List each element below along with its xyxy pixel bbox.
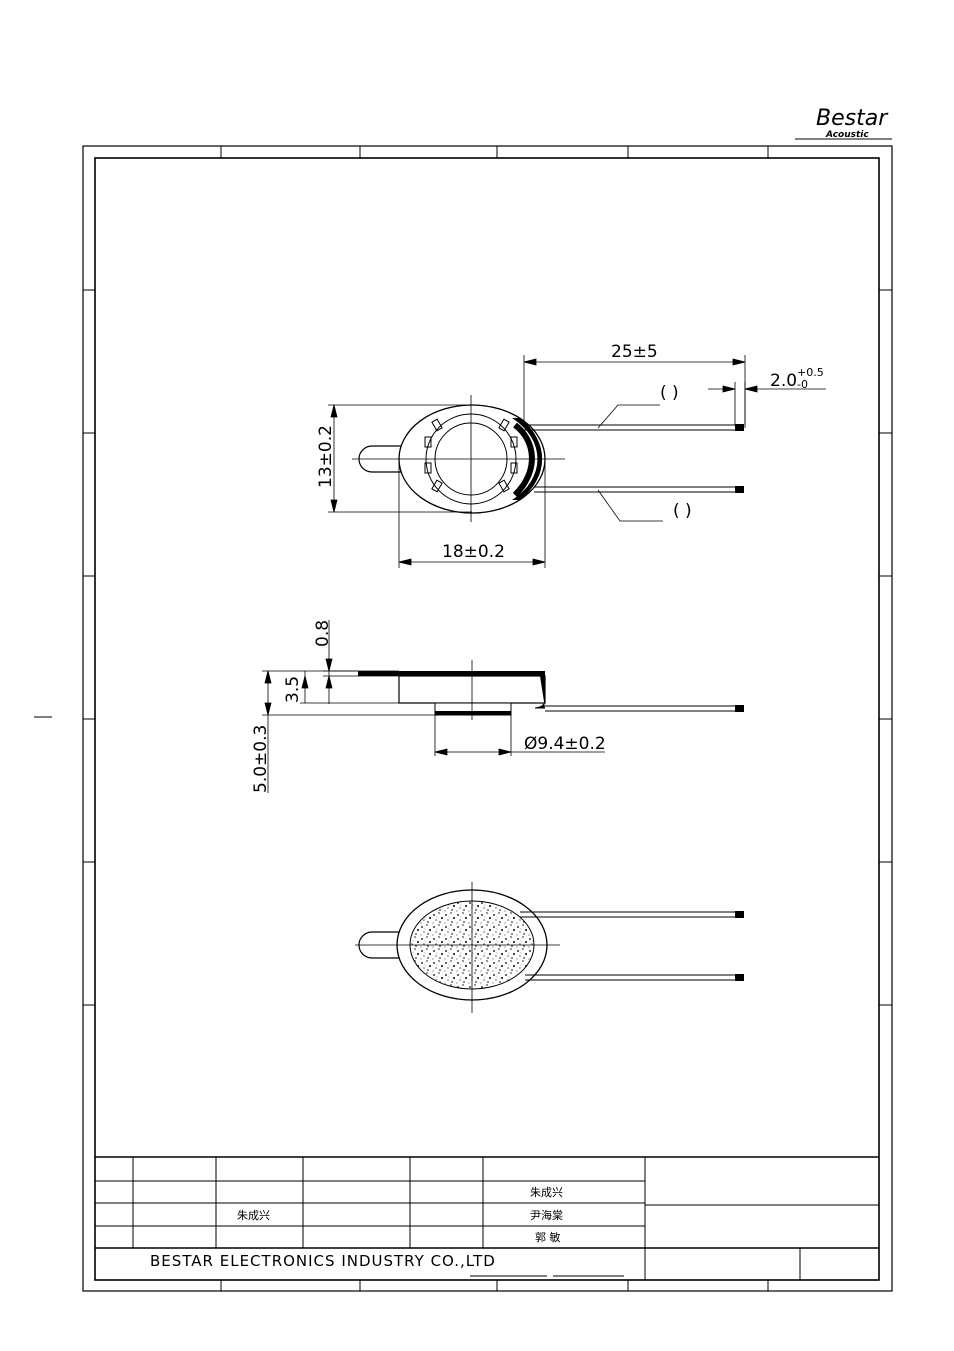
dim-lead-length (523, 355, 746, 428)
lead-label-bottom: ( ) (673, 501, 692, 521)
reviewed-by: 尹海棠 (530, 1208, 563, 1222)
bestar-logo: Bestar Acoustic (795, 106, 892, 140)
dim-thickness-text: 3.5 (283, 676, 303, 703)
drawing-frame (34, 145, 893, 1292)
title-block (95, 1156, 879, 1280)
company-name: BESTAR ELECTRONICS INDUSTRY CO.,LTD (150, 1252, 496, 1270)
dim-diameter (434, 715, 605, 756)
approved-by: 郭 敏 (535, 1230, 561, 1244)
checked-by: 朱成兴 (530, 1186, 563, 1199)
dim-lead-length-text: 25±5 (611, 342, 658, 362)
dim-strip-length-text: 2.0 (770, 371, 797, 391)
logo-sub: Acoustic (825, 130, 869, 140)
drawn-by: 朱成兴 (237, 1209, 270, 1222)
dim-strip-tol-plus: +0.5 (797, 366, 824, 379)
side-view (358, 660, 744, 720)
dim-strip-length (708, 382, 826, 425)
dim-diameter-text: Ø9.4±0.2 (524, 734, 606, 754)
logo-brand: Bestar (816, 106, 889, 131)
dim-total-height-text: 5.0±0.3 (251, 725, 271, 793)
dim-strip-tol-minus: -0 (797, 378, 808, 391)
dim-thin-text: 0.8 (313, 620, 333, 647)
lead-label-top: ( ) (660, 383, 679, 403)
dim-height (328, 404, 472, 513)
bottom-view (355, 882, 744, 1013)
top-view (352, 395, 744, 522)
dim-width (398, 459, 546, 568)
dim-side (262, 620, 435, 793)
dim-height-text: 13±0.2 (316, 425, 336, 488)
dim-width-text: 18±0.2 (442, 542, 505, 562)
